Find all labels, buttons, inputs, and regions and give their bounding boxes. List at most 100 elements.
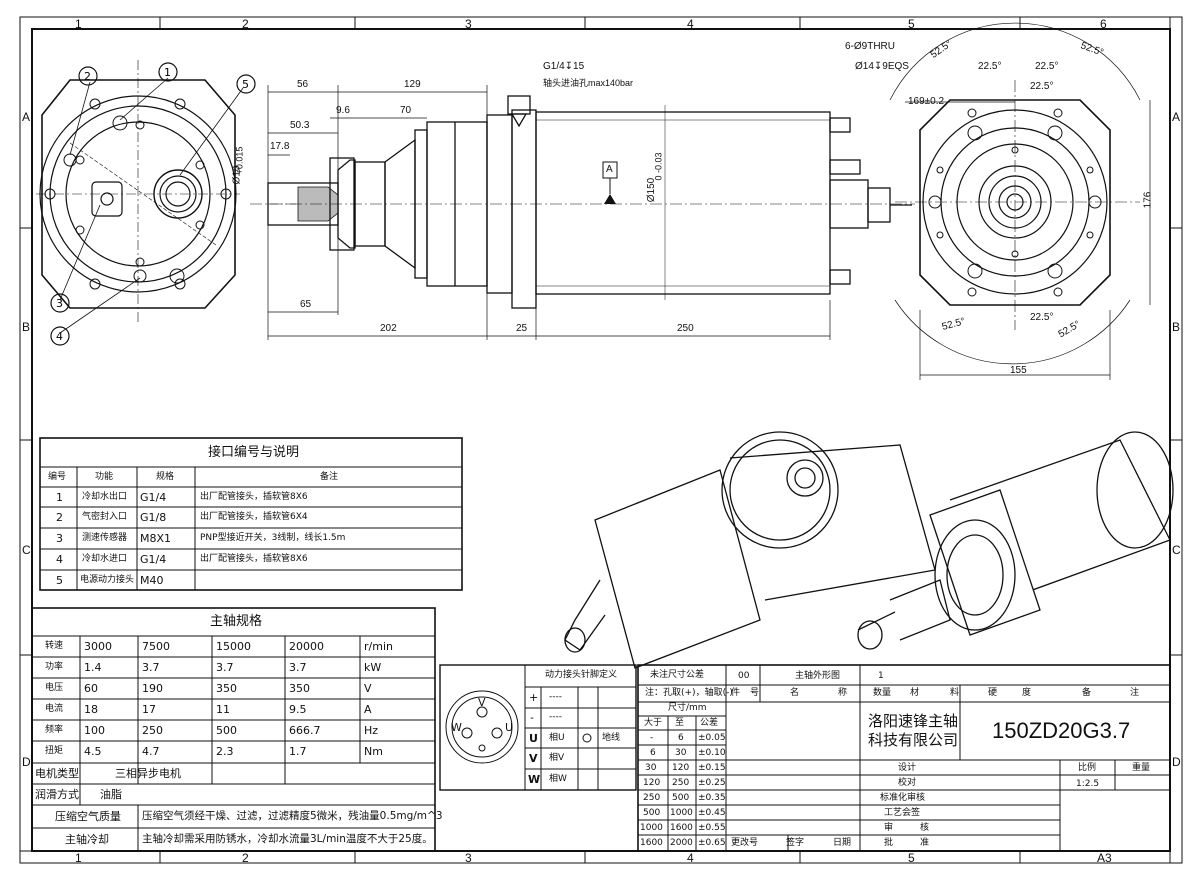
spec-table-title: 主轴规格 [210,614,263,629]
cool-label: 主轴冷却 [65,833,109,846]
spec-r3-label: 电压 [45,683,64,693]
label-design: 设计 [898,763,917,773]
pin-row-3-key: U [529,732,538,745]
tol-r8-from: 1600 [640,838,663,848]
tol-r3-from: 30 [645,763,657,773]
dim-angle-4: 22.5° [1035,61,1059,72]
spec-r4-c1: 18 [84,703,98,716]
company-line-2: 科技有限公司 [868,731,959,749]
side-dimension-lines [267,85,831,340]
dim-g14-note: 轴头进油孔max140bar [543,78,634,88]
connector-label-v: V [478,696,486,709]
spec-r3-c3: 350 [216,682,237,695]
spec-r5-c3: 500 [216,724,237,737]
tol-r5-tol: ±0.35 [698,793,726,803]
side-view [250,95,915,309]
connector-label-u: U [505,721,514,734]
interface-row-3-note: PNP型接近开关，3线制，线长1.5m [200,533,346,543]
spec-r2-unit: kW [364,661,382,674]
title-col-10: 备 [1082,688,1092,698]
datum-marker [602,161,618,204]
spec-r2-c3: 3.7 [216,661,234,674]
interface-row-3-no: 3 [56,532,63,545]
tol-r6-from: 500 [643,808,661,818]
tol-r7-to: 1600 [670,823,693,833]
interface-row-5-spec: M40 [140,574,164,587]
spec-r5-c1: 100 [84,724,105,737]
title-col-6: 材 [910,688,920,698]
spec-r5-c4: 666.7 [289,724,321,737]
model-number: 150ZD20G3.7 [992,718,1131,743]
pin-table-title: 动力接头针脚定义 [545,670,618,680]
zone-bottom-1: 1 [75,851,82,865]
interface-header-func: 功能 [95,472,114,482]
tol-r1-tol: ±0.05 [698,733,726,743]
title-sheet-no: 1 [878,671,884,681]
interface-row-2-func: 气密封入口 [82,512,128,522]
dim-holes-2: Ø14↧9EQS [855,61,909,72]
dim-50-3: 50.3 [290,120,310,131]
interface-row-2-no: 2 [56,511,63,524]
pin-row-1-val: ---- [549,692,562,702]
tol-r1-to: 6 [678,733,684,743]
title-col-1: 件 [731,688,741,698]
tol-r3-tol: ±0.15 [698,763,726,773]
tol-r4-tol: ±0.25 [698,778,726,788]
spec-r6-unit: Nm [364,745,383,758]
tol-r4-to: 250 [672,778,690,788]
label-scale: 比例 [1078,763,1097,773]
drawing-frame [19,16,1183,864]
pin-row-4-key: V [529,752,538,765]
callout-2: 2 [84,70,91,83]
spec-r1-unit: r/min [364,640,393,653]
spec-r3-unit: V [364,682,372,695]
motor-type-label: 电机类型 [35,767,79,780]
label-weight: 重量 [1132,763,1151,773]
callout-1: 1 [164,66,171,79]
title-drawing-name: 主轴外形图 [795,671,841,681]
zone-bottom-4: 4 [687,851,694,865]
dim-17-8: 17.8 [270,141,290,152]
spec-r6-label: 扭矩 [45,746,64,756]
spec-r3-c1: 60 [84,682,98,695]
interface-header-note: 备注 [320,472,339,482]
tolerance-header-to: 至 [675,718,685,728]
title-col-2: 号 [750,688,760,698]
spec-r4-c3: 11 [216,703,230,716]
label-change-no: 更改号 [731,838,759,848]
air-label: 压缩空气质量 [55,810,121,823]
pin-row-3-val: 相U [549,733,565,743]
lube-value: 油脂 [100,788,122,801]
spec-r6-c4: 1.7 [289,745,307,758]
zone-bottom-5: 5 [908,851,915,865]
datum-label: A [606,164,613,175]
interface-row-5-func: 电源动力接头 [80,575,135,585]
paper-size: A3 [1097,851,1112,865]
label-check: 校对 [898,778,917,788]
dim-angle-7: 22.5° [1030,312,1054,323]
interface-row-1-note: 出厂配管接头，插软管8X6 [200,492,308,502]
tolerance-sub: 注：孔取(+)，轴取(-) [645,688,733,698]
zone-bottom-3: 3 [465,851,472,865]
pin-row-2-val: ---- [549,712,562,722]
pin-row-2-key: - [530,711,534,724]
pin-row-3-extra: 地线 [602,733,621,743]
tolerance-unit: 尺寸/mm [668,703,707,713]
tol-r5-to: 500 [672,793,690,803]
tol-r1-from: - [650,733,654,743]
label-signature: 签字 [786,838,805,848]
dim-holes-1: 6-Ø9THRU [845,41,896,52]
spec-r1-label: 转速 [45,641,64,651]
left-end-view [36,60,256,346]
spec-r2-c2: 3.7 [142,661,160,674]
label-review: 审 核 [884,823,930,833]
spec-r4-c4: 9.5 [289,703,307,716]
pin-row-4-val: 相V [549,753,565,763]
title-col-5: 数量 [873,688,892,698]
interface-header-spec: 规格 [156,472,175,482]
interface-row-4-no: 4 [56,553,63,566]
tol-r2-from: 6 [650,748,656,758]
